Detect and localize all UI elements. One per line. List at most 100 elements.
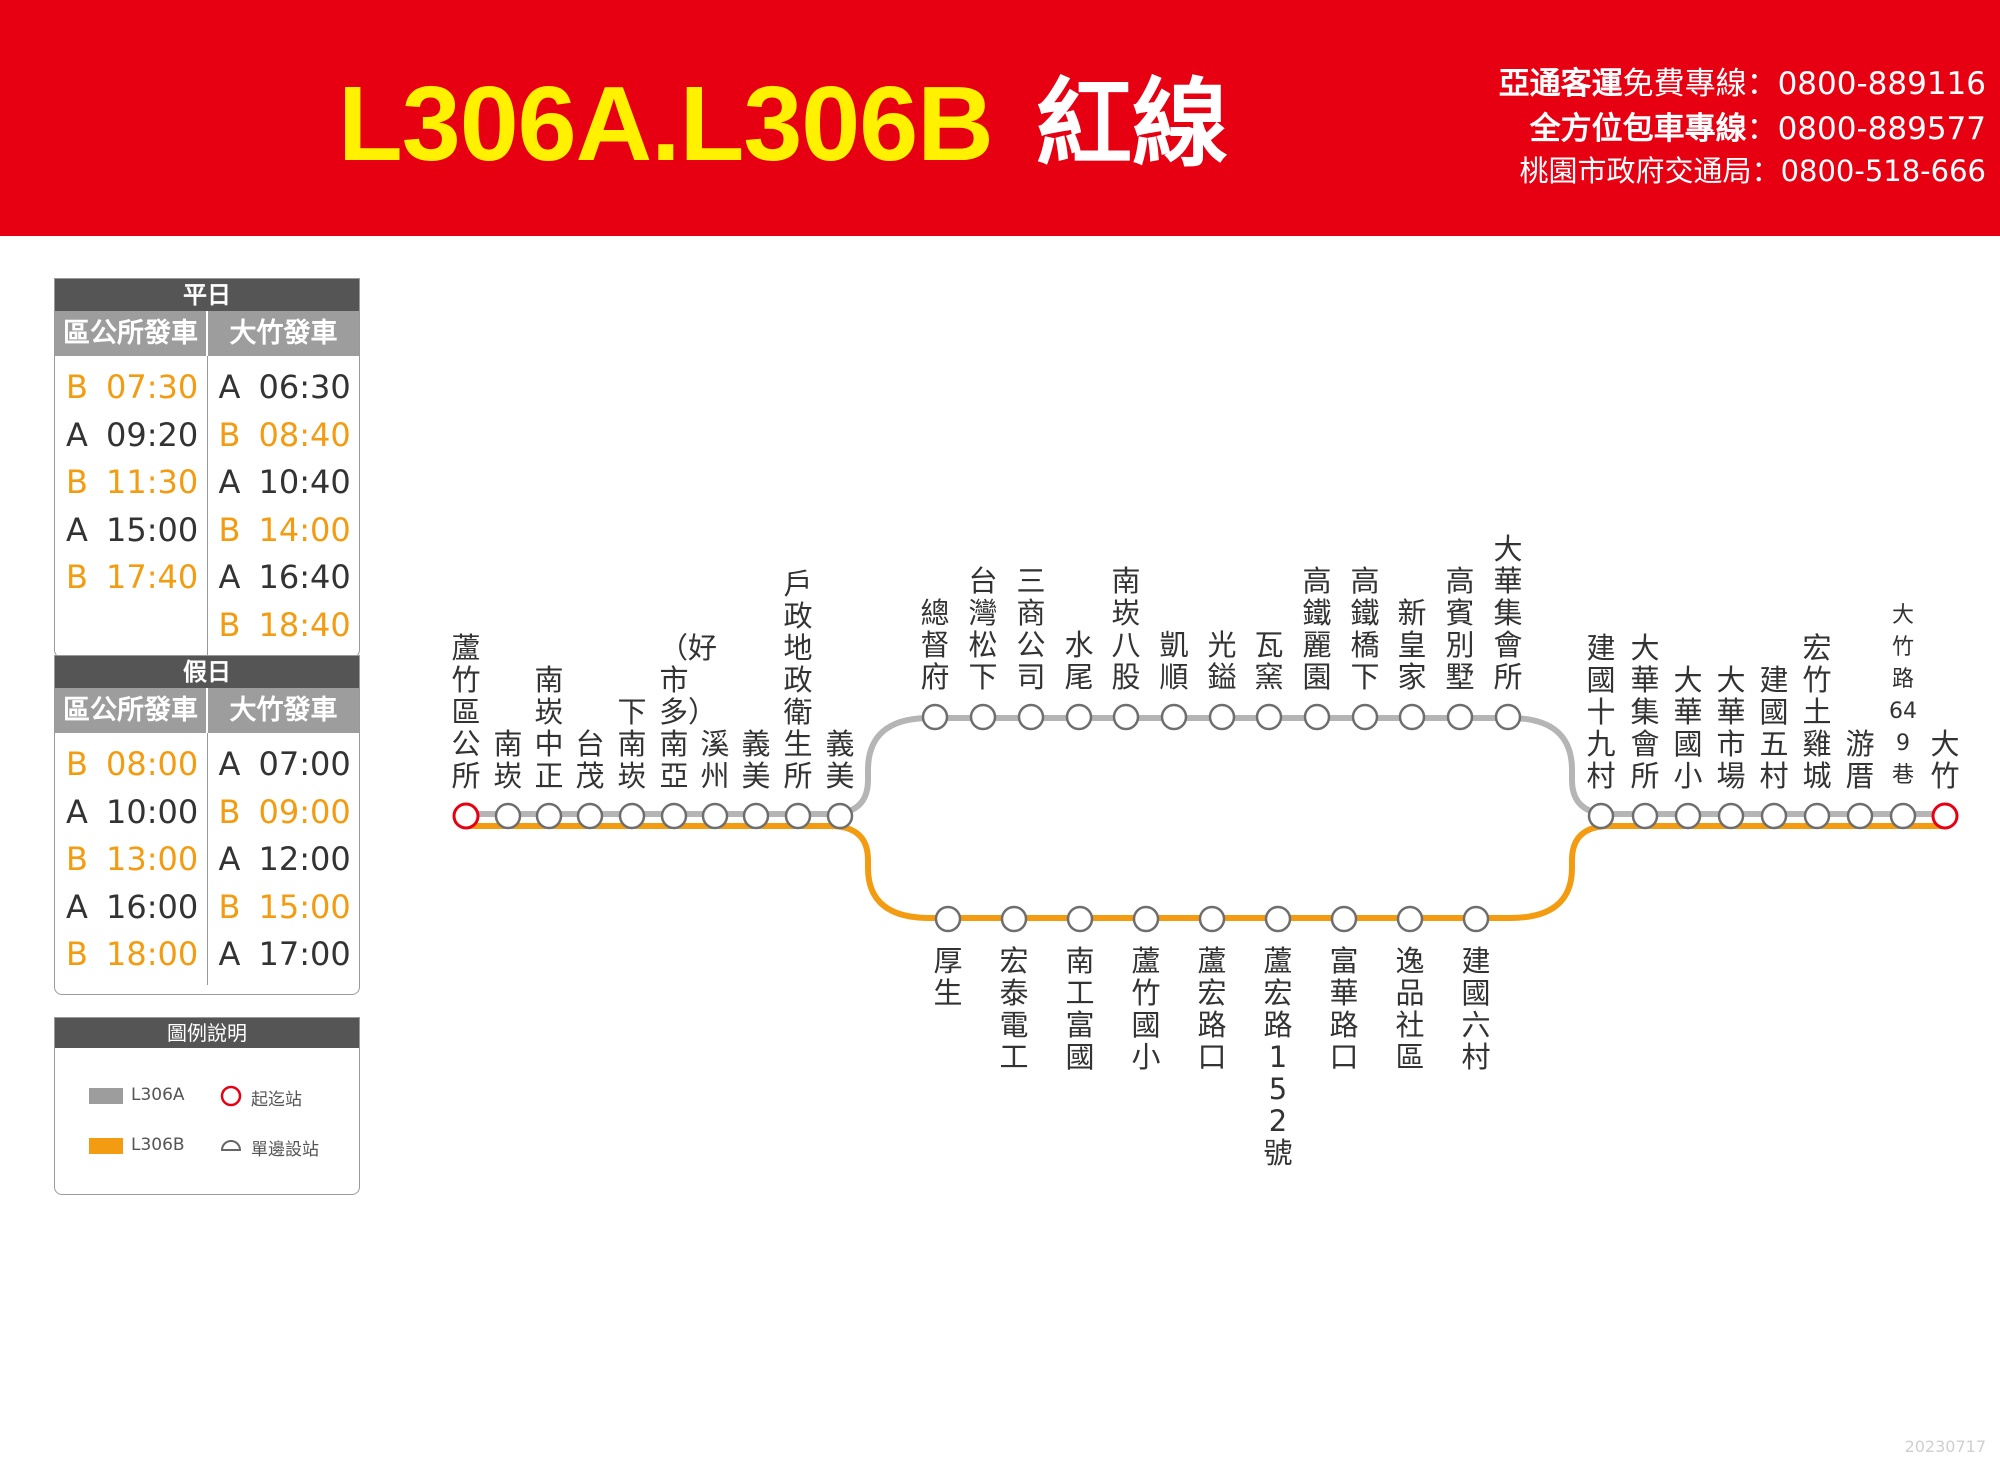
stop-icon xyxy=(1303,703,1331,731)
stop-icon xyxy=(1446,703,1474,731)
trip-line: A xyxy=(218,935,241,973)
stop-icon xyxy=(535,802,563,830)
contact-line-3: 桃園市政府交通局：0800-518-666 xyxy=(1519,154,1986,188)
stop-label: 厚生 xyxy=(933,944,963,1010)
trip-time: 17:00 xyxy=(258,935,351,973)
stop-label: 高鐵橋下 xyxy=(1350,564,1380,694)
weekday-col1-header: 區公所發車 xyxy=(55,311,208,356)
legend-terminal: 起迄站 xyxy=(251,1090,302,1110)
stop-label: 瓦窯 xyxy=(1254,628,1284,694)
stop-label: 新皇家 xyxy=(1397,596,1427,694)
stop-label: （好市多）南亞 xyxy=(659,631,718,793)
stop-label: 富華路口 xyxy=(1329,944,1359,1074)
trip-row: B 18:00 xyxy=(55,931,207,979)
trip-line: A xyxy=(66,887,88,926)
stop-icon xyxy=(1255,703,1283,731)
trip-time: 08:40 xyxy=(258,415,351,454)
stop-label: 下南崁 xyxy=(617,695,647,793)
holiday-col1-header: 區公所發車 xyxy=(55,688,208,733)
stop-icon xyxy=(1674,802,1702,830)
stop-icon xyxy=(1803,802,1831,830)
trip-time: 08:00 xyxy=(106,745,199,783)
trip-line: B xyxy=(66,463,88,501)
trip-time: 06:30 xyxy=(258,368,351,406)
trip-time: 17:40 xyxy=(106,558,199,596)
stop-icon xyxy=(1631,802,1659,830)
stop-icon xyxy=(784,802,812,830)
trip-line: B xyxy=(66,935,88,973)
trip-row: A 17:00 xyxy=(208,931,360,979)
trip-line: B xyxy=(66,558,88,596)
legend-swatch-b-icon xyxy=(89,1138,123,1154)
stop-label: 大竹 xyxy=(1930,727,1960,793)
trip-time: 18:00 xyxy=(106,935,199,973)
trip-time: 15:00 xyxy=(258,887,351,926)
holiday-title: 假日 xyxy=(55,656,359,688)
stop-icon xyxy=(1017,703,1045,731)
stop-label: 大華國小 xyxy=(1673,663,1703,793)
stop-icon xyxy=(1264,905,1292,933)
stop-label: 台灣松下 xyxy=(968,564,998,694)
stop-icon xyxy=(1462,905,1490,933)
stop-icon xyxy=(1396,905,1424,933)
stop-label: 建國五村 xyxy=(1759,663,1789,793)
stop-label: 義美 xyxy=(741,727,771,793)
holiday-column-headers: 區公所發車 大竹發車 xyxy=(55,688,359,733)
stop-label: 南崁中正 xyxy=(534,663,564,793)
stop-label: 光鎰 xyxy=(1207,628,1237,694)
trip-line: A xyxy=(218,558,241,596)
trip-time: 16:40 xyxy=(258,558,351,596)
trip-line: A xyxy=(66,415,88,454)
stop-icon xyxy=(1112,703,1140,731)
stop-label: 蘆竹區公所 xyxy=(451,631,481,793)
stop-label: 蘆竹國小 xyxy=(1131,944,1161,1074)
trip-row: A 16:40 xyxy=(208,554,360,602)
route-code: L306A.L306B xyxy=(338,65,994,183)
phone-1: 0800-889116 xyxy=(1777,66,1986,102)
stop-icon xyxy=(742,802,770,830)
phone-3: 0800-518-666 xyxy=(1780,154,1986,188)
stop-label: 蘆宏路口 xyxy=(1197,944,1227,1074)
stop-icon xyxy=(969,703,997,731)
trip-row: A 16:00 xyxy=(55,884,207,932)
legend-line-a: L306A xyxy=(131,1085,185,1105)
trip-time: 18:40 xyxy=(258,605,351,644)
stop-label: 大竹路649巷 xyxy=(1889,603,1917,788)
legend: 圖例說明 L306A L306B 起迄站 單邊設站 xyxy=(54,1017,360,1195)
stop-label: 建國六村 xyxy=(1461,944,1491,1074)
line-b-path xyxy=(466,823,1945,921)
legend-one-side: 單邊設站 xyxy=(251,1140,319,1160)
trip-line: B xyxy=(218,887,241,926)
stop-label: 水尾 xyxy=(1064,628,1094,694)
trip-time: 07:00 xyxy=(258,745,351,783)
trip-time: 16:00 xyxy=(106,887,199,926)
contact-line-1: 亞通客運免費專線：0800-889116 xyxy=(1498,66,1986,102)
stop-icon xyxy=(921,703,949,731)
trip-line: B xyxy=(66,745,88,783)
legend-swatch-a-icon xyxy=(89,1088,123,1104)
trip-time: 10:40 xyxy=(258,463,351,501)
stop-icon xyxy=(1198,905,1226,933)
stop-label: 宏泰電工 xyxy=(999,944,1029,1074)
terminal-stop-icon xyxy=(1931,802,1959,830)
header-banner: L306A.L306B 紅線 亞通客運免費專線：0800-889116 全方位包… xyxy=(0,0,2000,236)
trip-line: A xyxy=(66,792,88,831)
stop-icon xyxy=(701,802,729,830)
stop-label: 大華集會所 xyxy=(1630,631,1660,793)
